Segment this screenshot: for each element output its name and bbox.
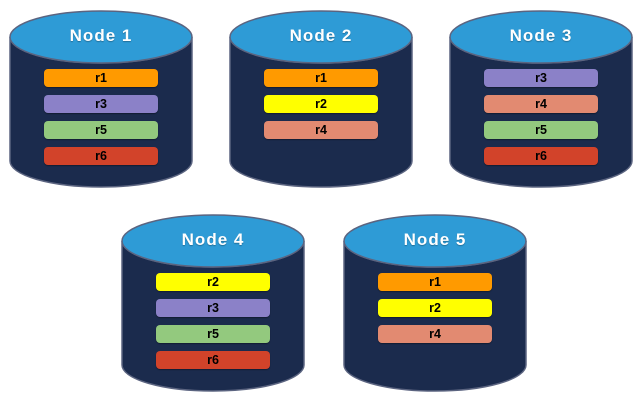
replica-bar[interactable]: r4 <box>378 325 492 343</box>
replica-bar[interactable]: r1 <box>264 69 378 87</box>
replica-bar[interactable]: r6 <box>484 147 598 165</box>
replica-list: r2 r3 r5 r6 <box>120 273 306 369</box>
replica-bar[interactable]: r1 <box>378 273 492 291</box>
replica-bar[interactable]: r3 <box>44 95 158 113</box>
replica-bar[interactable]: r2 <box>264 95 378 113</box>
replica-bar[interactable]: r6 <box>44 147 158 165</box>
replica-bar[interactable]: r6 <box>156 351 270 369</box>
replica-bar[interactable]: r2 <box>378 299 492 317</box>
replica-bar[interactable]: r2 <box>156 273 270 291</box>
replica-bar[interactable]: r4 <box>264 121 378 139</box>
replica-bar[interactable]: r4 <box>484 95 598 113</box>
replica-list: r1 r2 r4 <box>342 273 528 343</box>
replica-list: r1 r2 r4 <box>228 69 414 139</box>
replica-list: r3 r4 r5 r6 <box>448 69 634 165</box>
replica-bar[interactable]: r5 <box>44 121 158 139</box>
replica-list: r1 r3 r5 r6 <box>8 69 194 165</box>
replica-bar[interactable]: r5 <box>156 325 270 343</box>
replica-bar[interactable]: r1 <box>44 69 158 87</box>
replica-bar[interactable]: r3 <box>484 69 598 87</box>
replica-bar[interactable]: r3 <box>156 299 270 317</box>
replica-bar[interactable]: r5 <box>484 121 598 139</box>
